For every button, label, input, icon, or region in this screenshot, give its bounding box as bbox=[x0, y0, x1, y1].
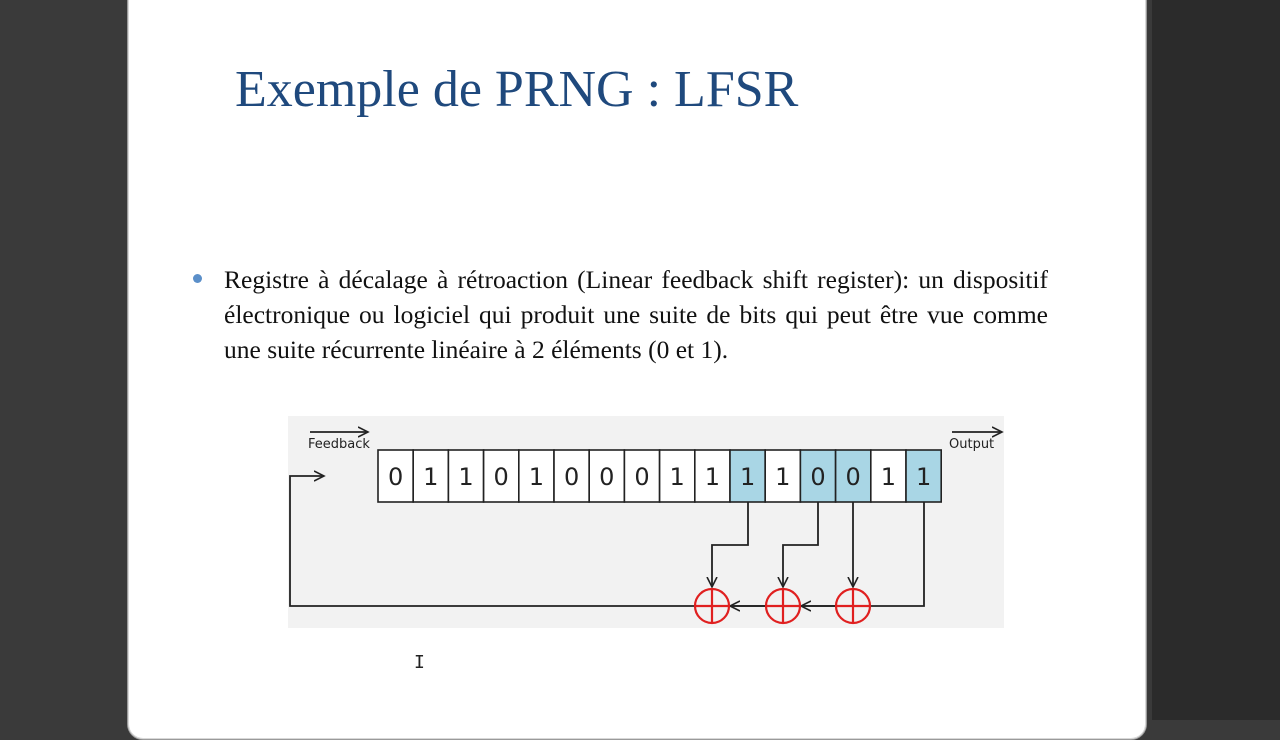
register-bit: 0 bbox=[564, 463, 579, 491]
register-bit: 1 bbox=[529, 463, 544, 491]
register-cell bbox=[447, 449, 485, 503]
right-background bbox=[1152, 0, 1280, 720]
register-cell bbox=[377, 449, 415, 503]
tap-wire-1 bbox=[712, 502, 749, 587]
register-bit: 0 bbox=[846, 463, 861, 491]
register-cell bbox=[869, 449, 907, 503]
register-cell bbox=[623, 449, 661, 503]
bullet-dot-icon bbox=[193, 274, 202, 283]
tap-wire-2 bbox=[783, 502, 819, 587]
register-cell bbox=[518, 449, 555, 503]
register-cell bbox=[658, 449, 696, 503]
register-bit: 1 bbox=[670, 463, 685, 491]
xor-gate-2 bbox=[764, 587, 802, 625]
feedback-label: Feedback bbox=[308, 437, 370, 452]
register-bit: 0 bbox=[494, 463, 509, 491]
register-bit: 1 bbox=[916, 463, 931, 491]
xor-gate-3 bbox=[834, 587, 872, 625]
register-cell bbox=[412, 449, 450, 503]
bullet-text: Registre à décalage à rétroaction (Linea… bbox=[224, 265, 1048, 364]
register-bit: 0 bbox=[810, 463, 825, 491]
register-bit: 0 bbox=[388, 463, 403, 491]
register-bit: 1 bbox=[775, 463, 790, 491]
register-cell bbox=[693, 449, 731, 503]
feedback-return-wire bbox=[289, 476, 925, 607]
register-cell bbox=[764, 449, 802, 503]
left-background bbox=[0, 0, 120, 720]
register-bit: 0 bbox=[599, 463, 614, 491]
register-bit: 1 bbox=[740, 463, 755, 491]
text-cursor-icon: I bbox=[414, 652, 425, 673]
register-bit: 1 bbox=[705, 463, 720, 491]
register-bit: 1 bbox=[458, 463, 473, 491]
output-label: Output bbox=[949, 437, 994, 452]
register-bit: 1 bbox=[423, 463, 438, 491]
slide-title: Exemple de PRNG : LFSR bbox=[235, 61, 799, 118]
register-cell bbox=[553, 449, 591, 503]
register-bit: 0 bbox=[634, 463, 649, 491]
register-bit: 1 bbox=[881, 463, 896, 491]
register-cell bbox=[905, 449, 943, 503]
xor-gate-1 bbox=[693, 587, 731, 625]
register-cell bbox=[482, 449, 520, 503]
